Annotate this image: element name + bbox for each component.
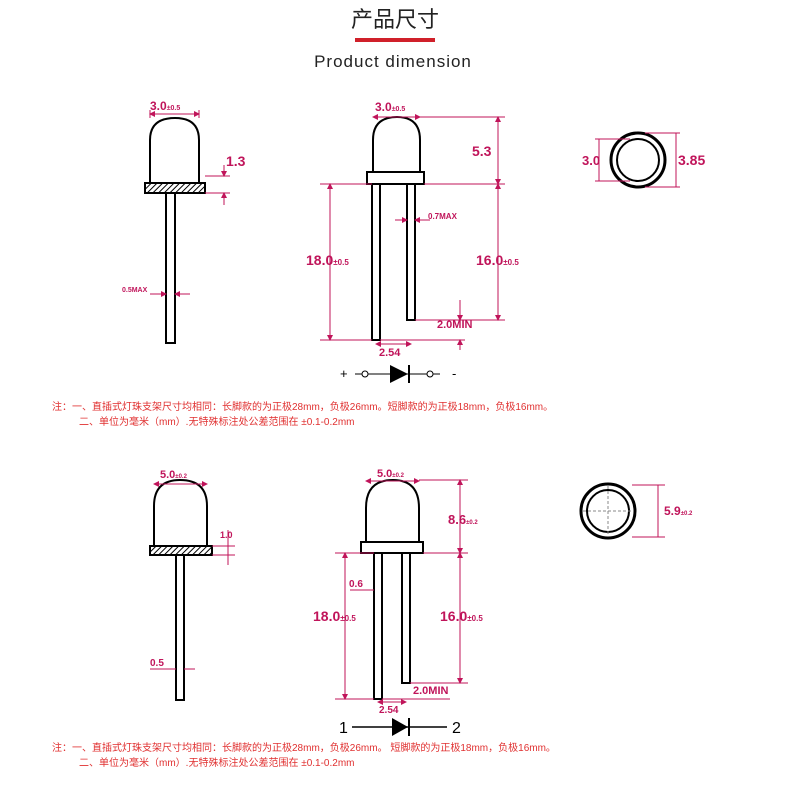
svg-text:16.0±0.5: 16.0±0.5 — [476, 252, 519, 268]
svg-text:16.0±0.5: 16.0±0.5 — [440, 608, 483, 624]
svg-text:5.0±0.2: 5.0±0.2 — [377, 468, 405, 480]
svg-text:2.0MIN: 2.0MIN — [437, 319, 473, 331]
diode-symbol-5mm: 1 2 — [339, 718, 461, 737]
page-title: 产品尺寸 — [351, 7, 439, 32]
svg-text:0.5MAX: 0.5MAX — [122, 287, 148, 294]
svg-text:5.0±0.2: 5.0±0.2 — [160, 469, 188, 481]
led-3mm-side-view — [144, 116, 206, 344]
led-5mm-side-view — [149, 478, 213, 701]
svg-text:3.0: 3.0 — [582, 153, 600, 168]
svg-text:5.9±0.2: 5.9±0.2 — [664, 504, 693, 518]
title-underline — [355, 38, 435, 42]
svg-text:2: 2 — [452, 720, 461, 737]
svg-text:2.54: 2.54 — [379, 705, 399, 716]
svg-text:0.5: 0.5 — [150, 658, 164, 669]
svg-text:2.54: 2.54 — [379, 347, 401, 359]
flange-dim: 1.3 — [226, 153, 246, 169]
svg-text:-: - — [452, 366, 456, 381]
svg-text:0.7MAX: 0.7MAX — [428, 212, 458, 221]
notes-top: 注：一、直插式灯珠支架尺寸均相同：长脚款的为正极28mm，负极26mm。短脚款的… — [52, 402, 554, 428]
svg-text:18.0±0.5: 18.0±0.5 — [306, 252, 349, 268]
svg-text:0.6: 0.6 — [349, 579, 363, 590]
svg-text:5.3: 5.3 — [472, 143, 492, 159]
page-subtitle: Product dimension — [314, 52, 472, 71]
svg-text:8.6±0.2: 8.6±0.2 — [448, 512, 478, 527]
notes-bottom: 注：一、直插式灯珠支架尺寸均相同：长脚款的为正极28mm，负极26mm。 短脚款… — [52, 743, 556, 769]
led-3mm-top-view: 3.0 3.85 — [582, 131, 705, 189]
led-3mm-front-view — [366, 115, 425, 341]
svg-text:+: + — [340, 366, 348, 381]
svg-text:18.0±0.5: 18.0±0.5 — [313, 608, 356, 624]
svg-text:1: 1 — [339, 720, 348, 737]
svg-text:3.85: 3.85 — [678, 152, 705, 168]
svg-text:2.0MIN: 2.0MIN — [413, 685, 449, 697]
led-5mm-top-view: 5.9±0.2 — [579, 482, 693, 540]
svg-text:3.0±0.5: 3.0±0.5 — [150, 99, 180, 113]
svg-text:3.0±0.5: 3.0±0.5 — [375, 100, 405, 114]
diode-symbol-3mm: + - — [340, 365, 456, 383]
svg-text:1.0: 1.0 — [220, 530, 233, 540]
